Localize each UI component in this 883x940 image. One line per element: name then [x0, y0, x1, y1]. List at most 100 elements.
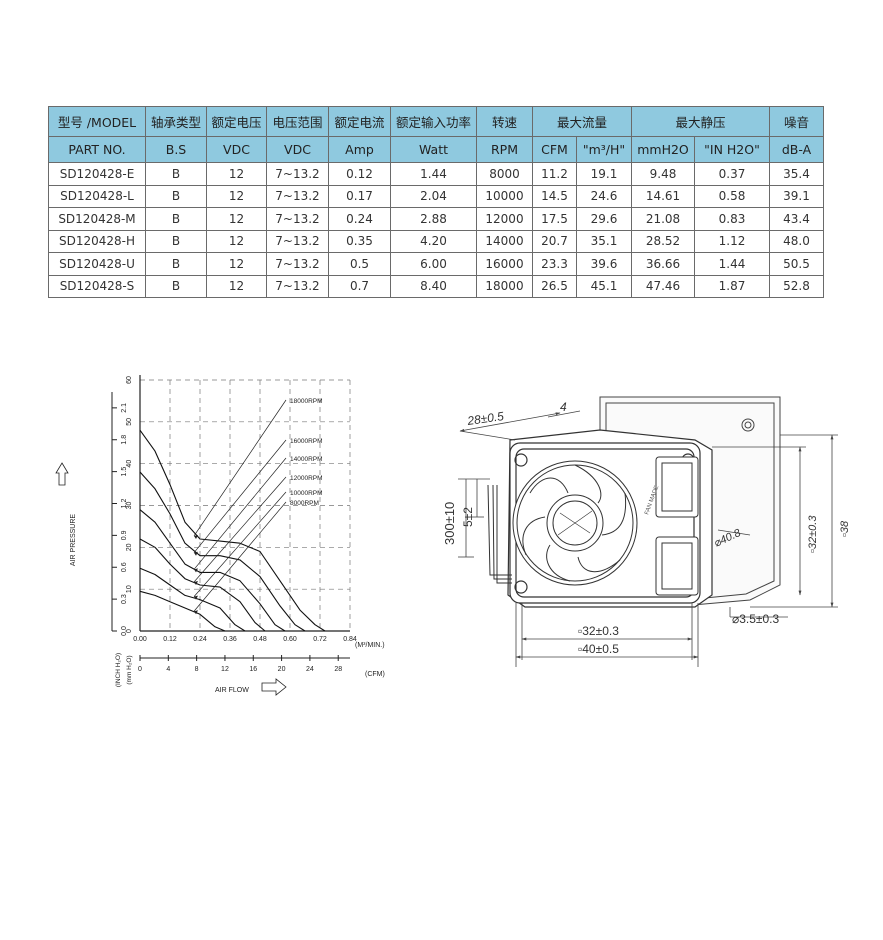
table-cell: 45.1: [576, 274, 632, 298]
table-cell: 52.8: [769, 274, 824, 298]
header-cell: RPM: [476, 136, 533, 163]
table-cell: B: [145, 274, 207, 298]
header-cell: 电压范围: [266, 106, 329, 137]
dim-40-bottom: ▫40±0.5: [578, 642, 619, 656]
series-leader: [193, 457, 287, 570]
dim-32-bottom: ▫32±0.3: [578, 624, 619, 638]
x-tick-label: 0.36: [223, 636, 237, 643]
series-label: 10000RPM: [290, 490, 323, 497]
table-cell: 28.52: [631, 229, 695, 253]
series-label: 16000RPM: [290, 438, 323, 445]
table-cell: SD120428-M: [48, 207, 146, 231]
table-cell: 19.1: [576, 162, 632, 186]
y-tick-label-inch: 1.5: [121, 467, 128, 477]
x-tick-label: 0.84: [343, 636, 357, 643]
table-cell: B: [145, 184, 207, 208]
x-tick-label: 0.72: [313, 636, 327, 643]
table-cell: 0.7: [328, 274, 391, 298]
table-cell: 1.12: [694, 229, 770, 253]
table-cell: 16000: [476, 252, 533, 276]
x-tick-label: 0.00: [133, 636, 147, 643]
series-leader: [193, 491, 287, 597]
table-cell: 39.6: [576, 252, 632, 276]
x-tick-label-cfm: 28: [334, 666, 342, 673]
x-tick-label-cfm: 4: [166, 666, 170, 673]
table-cell: 12: [206, 162, 267, 186]
dim-hole: ⌀3.5±0.3: [732, 612, 780, 626]
table-cell: 0.12: [328, 162, 391, 186]
series-leader: [193, 476, 287, 583]
x-tick-label-cfm: 8: [195, 666, 199, 673]
table-cell: 11.2: [532, 162, 577, 186]
table-cell: 14.61: [631, 184, 695, 208]
x-tick-label-cfm: 24: [306, 666, 314, 673]
header-cell: 最大流量: [532, 106, 632, 137]
y-tick-label: 20: [126, 543, 133, 551]
table-cell: 2.04: [390, 184, 477, 208]
table-header-cn: 型号 /MODEL 轴承类型 额定电压 电压范围 额定电流 额定输入功率 转速 …: [48, 106, 824, 137]
y-tick-label-inch: 0.9: [121, 530, 128, 540]
table-cell: 0.17: [328, 184, 391, 208]
table-cell: 12: [206, 252, 267, 276]
table-cell: 7~13.2: [266, 229, 329, 253]
table-cell: 23.3: [532, 252, 577, 276]
y-tick-label: 0: [126, 629, 133, 633]
table-header-en: PART NO. B.S VDC VDC Amp Watt RPM CFM "m…: [48, 136, 824, 163]
table-cell: 14000: [476, 229, 533, 253]
chart-grid: [140, 379, 351, 631]
pressure-arrow-icon: [55, 462, 69, 486]
table-cell: 7~13.2: [266, 184, 329, 208]
table-cell: 50.5: [769, 252, 824, 276]
x-tick-label-cfm: 20: [278, 666, 286, 673]
table-cell: 21.08: [631, 207, 695, 231]
table-cell: 10000: [476, 184, 533, 208]
table-cell: 17.5: [532, 207, 577, 231]
table-cell: 8000: [476, 162, 533, 186]
y-axis-title: AIR PRESSURE: [70, 514, 77, 566]
x-tick-label: 0.24: [193, 636, 207, 643]
table-cell: SD120428-L: [48, 184, 146, 208]
table-cell: B: [145, 252, 207, 276]
series-label: 12000RPM: [290, 475, 323, 482]
table-cell: 0.83: [694, 207, 770, 231]
table-cell: 20.7: [532, 229, 577, 253]
y-tick-label-inch: 0.3: [121, 594, 128, 604]
table-cell: 35.1: [576, 229, 632, 253]
dim-strip-length: 5±2: [461, 507, 475, 527]
series-arrow: [194, 610, 198, 615]
table-cell: 1.44: [390, 162, 477, 186]
dim-4: 4: [560, 400, 567, 414]
header-cell: VDC: [266, 136, 329, 163]
header-cell: 噪音: [769, 106, 824, 137]
dimension-lines: [458, 410, 838, 667]
series-arrow: [194, 551, 198, 556]
table-cell: 39.1: [769, 184, 824, 208]
table-cell: B: [145, 162, 207, 186]
pq-curve: [139, 429, 326, 632]
dim-cable-length: 300±10: [442, 502, 457, 545]
series-leader: [193, 399, 287, 537]
table-cell: 8.40: [390, 274, 477, 298]
header-cell: CFM: [532, 136, 577, 163]
table-cell: 7~13.2: [266, 252, 329, 276]
dim-38-side: ▫38: [839, 520, 851, 537]
header-cell: Amp: [328, 136, 391, 163]
y-unit-mm: (mm H₂O): [126, 655, 133, 684]
table-cell: B: [145, 229, 207, 253]
table-cell: SD120428-U: [48, 252, 146, 276]
header-cell: 轴承类型: [145, 106, 207, 137]
dim-32-side: ▫32±0.3: [807, 515, 819, 553]
x-axis-title: AIR FLOW: [215, 687, 249, 694]
y-tick-label-inch: 2.1: [121, 403, 128, 413]
y-unit-inch: (INCH H₂O): [115, 653, 122, 687]
pq-curve: [139, 590, 226, 632]
header-cell: "m³/H": [576, 136, 632, 163]
airflow-arrow-icon: [261, 678, 287, 696]
table-cell: 24.6: [576, 184, 632, 208]
table-cell: SD120428-E: [48, 162, 146, 186]
table-cell: 0.5: [328, 252, 391, 276]
table-cell: 12: [206, 229, 267, 253]
table-cell: 2.88: [390, 207, 477, 231]
series-label: 8000RPM: [290, 500, 319, 507]
